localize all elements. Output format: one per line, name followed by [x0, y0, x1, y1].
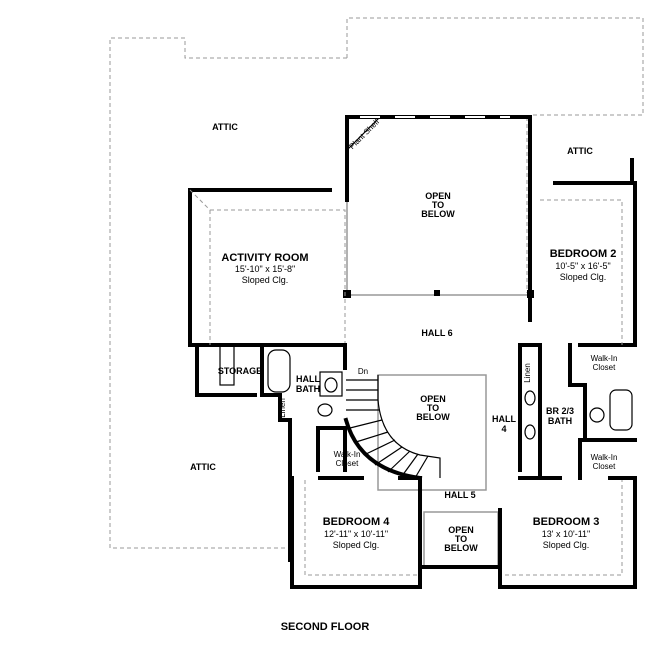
wall-storage [195, 343, 257, 397]
hall-4-label: 4 [501, 424, 506, 434]
open-to-below-label: TO [455, 534, 467, 544]
br23-bath-label: BR 2/3 [546, 406, 574, 416]
sink [319, 371, 343, 397]
column [343, 290, 351, 298]
walk-in-closet-label: Closet [336, 459, 359, 468]
stair-inner [377, 375, 441, 478]
attic-label: ATTIC [212, 122, 238, 132]
walk-in-closet-label: Closet [593, 462, 616, 471]
open-to-below-label: TO [427, 403, 439, 413]
toilet [317, 403, 333, 417]
walk-in-closet-label: Closet [593, 363, 616, 372]
wall-bedroom-4 [290, 476, 422, 589]
sink [524, 424, 536, 440]
open-to-below-label: TO [432, 200, 444, 210]
open-to-below-stair [377, 374, 487, 491]
storage-label: STORAGE [218, 366, 262, 376]
walk-in-closet-label: Walk-In [334, 450, 361, 459]
attic-label: ATTIC [567, 146, 593, 156]
slope-line [210, 209, 346, 345]
attic-outline-right [346, 17, 644, 116]
attic-label: ATTIC [190, 462, 216, 472]
bedroom-3-size: 13' x 10'-11" [542, 529, 591, 539]
shelf [219, 344, 235, 386]
stair-treads [346, 379, 429, 479]
bedroom-2-size: 10'-5" x 16'-5" [555, 261, 610, 271]
activity-room-label: ACTIVITY ROOM [221, 252, 308, 264]
plant-shelf-label: Plant Shelf [347, 117, 381, 151]
hall-4-label: HALL [492, 414, 516, 424]
walk-in-closet-label: Walk-In [591, 453, 618, 462]
open-to-below-label: OPEN [425, 191, 451, 201]
bedroom-3-note: Sloped Clg. [543, 540, 590, 550]
sink-bowl [324, 377, 338, 393]
hall-6-label: HALL 6 [421, 328, 452, 338]
bedroom-4-note: Sloped Clg. [333, 540, 380, 550]
bedroom-4-label: BEDROOM 4 [323, 516, 391, 528]
open-to-below-label: OPEN [420, 394, 446, 404]
linen-label: Linen [523, 363, 532, 383]
bathtub [609, 389, 633, 431]
walk-in-closet-label: Walk-In [591, 354, 618, 363]
activity-room-note: Sloped Clg. [242, 275, 289, 285]
plant-shelf-line [346, 116, 381, 151]
wall-bedroom-2 [553, 181, 637, 347]
stair-curve [343, 417, 423, 481]
hall-bath-label: HALL [296, 374, 320, 384]
hall-5-label: HALL 5 [444, 490, 475, 500]
open-to-below-label: BELOW [444, 543, 478, 553]
activity-room-size: 15'-10" x 15'-8" [235, 264, 295, 274]
bedroom-2-label: BEDROOM 2 [550, 248, 617, 260]
bathtub [267, 349, 291, 393]
hall-bath-label: BATH [296, 384, 320, 394]
floor-title: SECOND FLOOR [281, 621, 370, 633]
attic-outline-left [109, 37, 347, 549]
stair-down-label: Dn [358, 367, 368, 376]
open-to-below-label: BELOW [421, 209, 455, 219]
wall-bedroom-3 [498, 476, 637, 589]
bedroom-4-size: 12'-11" x 10'-11" [324, 529, 388, 539]
bedroom-2-note: Sloped Clg. [560, 272, 607, 282]
open-to-below-label: BELOW [416, 412, 450, 422]
toilet [589, 407, 605, 423]
bedroom-3-label: BEDROOM 3 [533, 516, 600, 528]
column [434, 290, 440, 296]
sink [524, 390, 536, 406]
linen-label: Linen [278, 398, 287, 418]
br23-bath-label: BATH [548, 416, 572, 426]
wall-activity-room [188, 188, 347, 347]
open-to-below-label: OPEN [448, 525, 474, 535]
